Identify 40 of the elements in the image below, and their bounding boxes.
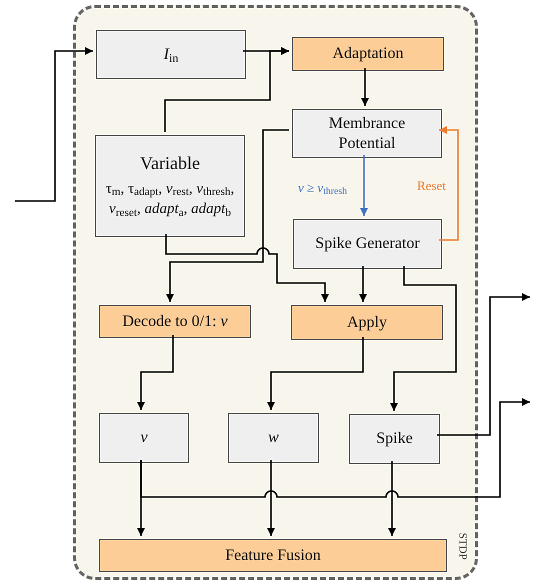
state-box [293, 219, 442, 269]
process-box [99, 539, 447, 572]
state-box [292, 109, 442, 158]
connector-arrow [267, 460, 275, 536]
connector-arrow [15, 47, 93, 202]
connector-arrow [388, 461, 396, 536]
connector-arrow [439, 126, 459, 241]
state-box [96, 30, 246, 79]
connector-arrow [361, 68, 369, 106]
box-label: Adaptation [331, 44, 405, 64]
process-box [291, 305, 443, 340]
box-label: Spike Generator [314, 234, 421, 254]
state-box [228, 413, 319, 463]
connector-arrow [390, 266, 457, 411]
group-label: STDP [455, 532, 470, 560]
box-label: I$_{in}$ [162, 44, 180, 64]
connector-arrow [267, 337, 364, 410]
connector-arrow [137, 335, 174, 410]
box-label: Variable [140, 152, 200, 175]
box-label: v [139, 428, 149, 448]
state-box [95, 135, 245, 237]
box-label: Membrance Potential [328, 114, 406, 154]
state-box [349, 414, 440, 464]
box-label: w [267, 428, 280, 448]
box-body-text: τ$_{m}$, τ$_{adapt}$, v$_{rest}$, v$_{thresh}$, v$_{reset}$, adapt$_{a}$, adapt$_{b}$ [104, 180, 236, 220]
connector-arrow [140, 398, 530, 498]
process-box [292, 37, 444, 71]
box-label: Spike [375, 429, 414, 449]
connector-arrow [359, 266, 367, 302]
state-box [99, 413, 189, 463]
box-label: Apply [346, 312, 388, 332]
connector-arrow [165, 234, 329, 302]
connector-arrow [166, 129, 289, 302]
process-box [99, 305, 251, 338]
dashed-group-frame [73, 5, 478, 580]
connector-arrow [437, 293, 530, 436]
box-label: Feature Fusion [224, 546, 322, 566]
box-label: Decode to 0/1: v [121, 312, 229, 332]
connector-arrow [360, 155, 368, 216]
connector-arrow [164, 47, 289, 132]
